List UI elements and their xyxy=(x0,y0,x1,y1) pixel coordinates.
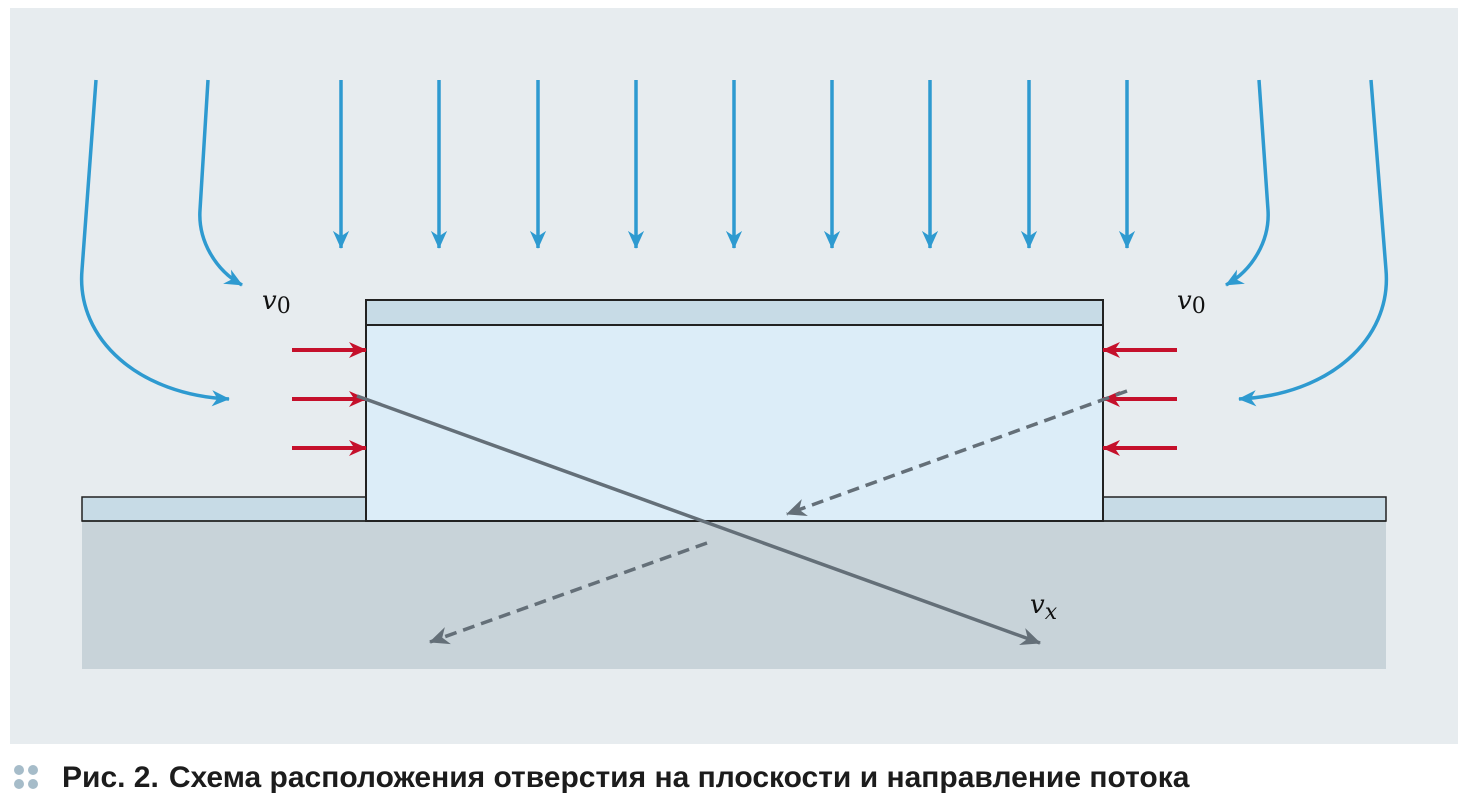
block-top-layer xyxy=(365,299,1104,326)
surface-layer-left xyxy=(81,496,367,522)
block-body xyxy=(365,324,1104,522)
figure-number: Рис. 2. xyxy=(62,761,159,794)
figure-title: Схема расположения отверстия на плоскост… xyxy=(168,761,1190,794)
velocity-vector-vx xyxy=(356,394,1041,646)
curved-flow-arrow-right-inner xyxy=(1225,79,1270,287)
side-inflow-arrows xyxy=(292,341,1177,457)
surface-layer-right xyxy=(1102,496,1387,522)
reflected-flow-dashed-lower xyxy=(429,541,708,645)
curved-flow-arrow-right-outer xyxy=(1238,79,1389,407)
reflected-flow-dashed-upper xyxy=(786,389,1128,516)
figure-caption: Рис. 2. Схема расположения отверстия на … xyxy=(14,756,1189,800)
curved-flow-arrow-left-inner xyxy=(198,79,243,287)
label-v0-right: v0 xyxy=(1177,286,1206,319)
label-vx: vx xyxy=(1030,590,1058,625)
curved-flow-arrow-left-outer xyxy=(79,79,230,407)
caption-bullet-icon xyxy=(14,765,40,791)
curved-flow-arrows xyxy=(79,79,1389,407)
label-v0-left: v0 xyxy=(262,286,291,319)
vertical-flow-arrows xyxy=(332,80,1136,249)
substrate xyxy=(82,521,1386,669)
